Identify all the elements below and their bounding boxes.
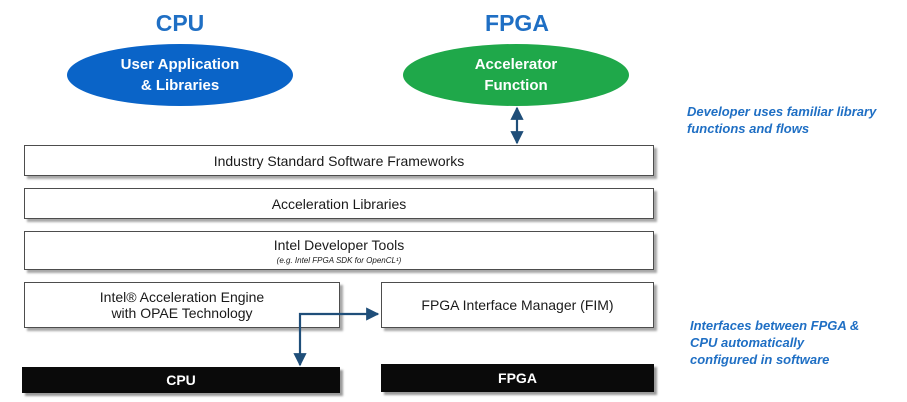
developer-note-line1: Developer uses familiar library: [687, 104, 877, 119]
user-application-label-line1: User Application: [120, 56, 240, 73]
fpga-hardware-label: FPGA: [498, 370, 537, 386]
fim-label: FPGA Interface Manager (FIM): [421, 297, 614, 313]
interfaces-note-line3: configured in software: [690, 352, 830, 367]
developer-note: Developer uses familiar library function…: [687, 103, 902, 137]
accelerator-function-label-line2: Function: [484, 77, 548, 94]
acceleration-libraries-layer: Acceleration Libraries: [24, 188, 654, 219]
user-application-ellipse: User Application & Libraries: [67, 44, 293, 106]
cpu-heading: CPU: [155, 10, 205, 36]
fpga-heading: FPGA: [485, 10, 549, 36]
engine-fim-cpu-arrow: [293, 307, 380, 367]
developer-tools-sublabel: (e.g. Intel FPGA SDK for OpenCL¹): [276, 255, 402, 265]
developer-note-line2: functions and flows: [687, 121, 810, 136]
cpu-hardware-bar: CPU: [22, 367, 340, 393]
accelerator-function-label-line1: Accelerator: [474, 56, 558, 73]
acceleration-libraries-label: Acceleration Libraries: [271, 195, 407, 212]
interfaces-note-line1: Interfaces between FPGA &: [690, 318, 860, 333]
fpga-hardware-bar: FPGA: [381, 364, 654, 392]
fim-layer: FPGA Interface Manager (FIM): [381, 282, 654, 328]
frameworks-label: Industry Standard Software Frameworks: [213, 152, 465, 169]
developer-tools-label: Intel Developer Tools: [273, 236, 405, 253]
accelerator-function-ellipse: Accelerator Function: [403, 44, 629, 106]
developer-tools-layer: Intel Developer Tools (e.g. Intel FPGA S…: [24, 231, 654, 270]
cpu-hardware-label: CPU: [166, 372, 196, 388]
user-application-label-line2: & Libraries: [140, 77, 220, 94]
acceleration-engine-label-line2: with OPAE Technology: [111, 305, 253, 321]
interfaces-note-line2: CPU automatically: [690, 335, 805, 350]
acceleration-engine-layer: Intel® Acceleration Engine with OPAE Tec…: [24, 282, 340, 328]
interfaces-note: Interfaces between FPGA & CPU automatica…: [690, 317, 902, 368]
frameworks-layer: Industry Standard Software Frameworks: [24, 145, 654, 176]
acceleration-engine-label-line1: Intel® Acceleration Engine: [99, 289, 265, 305]
